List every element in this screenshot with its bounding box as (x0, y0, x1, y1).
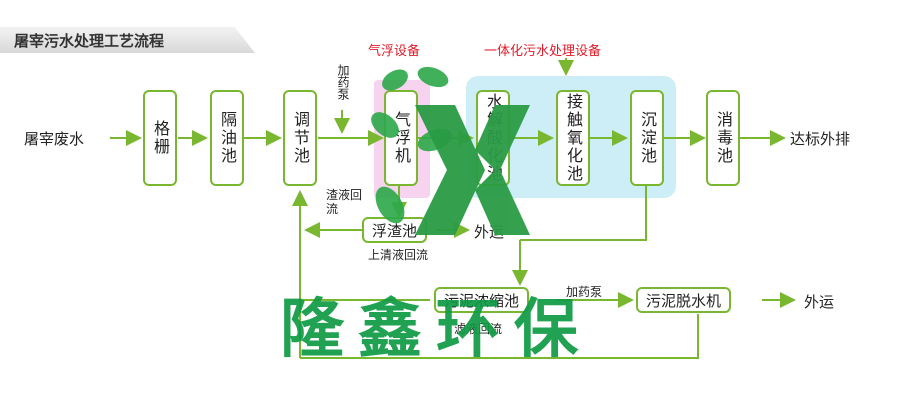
label-filtrate-return: 滤液回流 (454, 322, 503, 336)
node-sludge-dewatering: 污泥脱水机 (636, 287, 732, 313)
label-dosing-pump-1: 加药泵 (336, 64, 350, 100)
watermark-text: 隆鑫环保 (280, 292, 592, 367)
node-sludge-thickener: 污泥浓缩池 (434, 287, 530, 313)
title-banner: 屠宰污水处理工艺流程 (0, 27, 255, 53)
node-air-flotation: 气浮机 (384, 90, 418, 186)
integrated-equipment-label: 一体化污水处理设备 (484, 44, 602, 59)
node-regulating-tank: 调节池 (283, 90, 317, 186)
node-oil-separator: 隔油池 (210, 90, 244, 186)
node-contact-oxidation: 接触氧化池 (556, 90, 590, 186)
diagram-title: 屠宰污水处理工艺流程 (14, 32, 165, 50)
node-output: 达标外排 (790, 130, 851, 148)
node-input: 屠宰废水 (24, 130, 85, 148)
label-supernatant-return: 上清液回流 (368, 248, 429, 262)
node-grille: 格栅 (143, 90, 177, 186)
node-sedimentation: 沉淀池 (630, 90, 664, 186)
air-float-equipment-label: 气浮设备 (368, 44, 421, 59)
label-dosing-pump-2: 加药泵 (566, 285, 603, 299)
label-scum-return: 渣液回流 (326, 188, 363, 216)
node-transport-2: 外运 (804, 293, 835, 311)
node-disinfection: 消毒池 (706, 90, 740, 186)
leaf-logo-icon (371, 66, 530, 235)
